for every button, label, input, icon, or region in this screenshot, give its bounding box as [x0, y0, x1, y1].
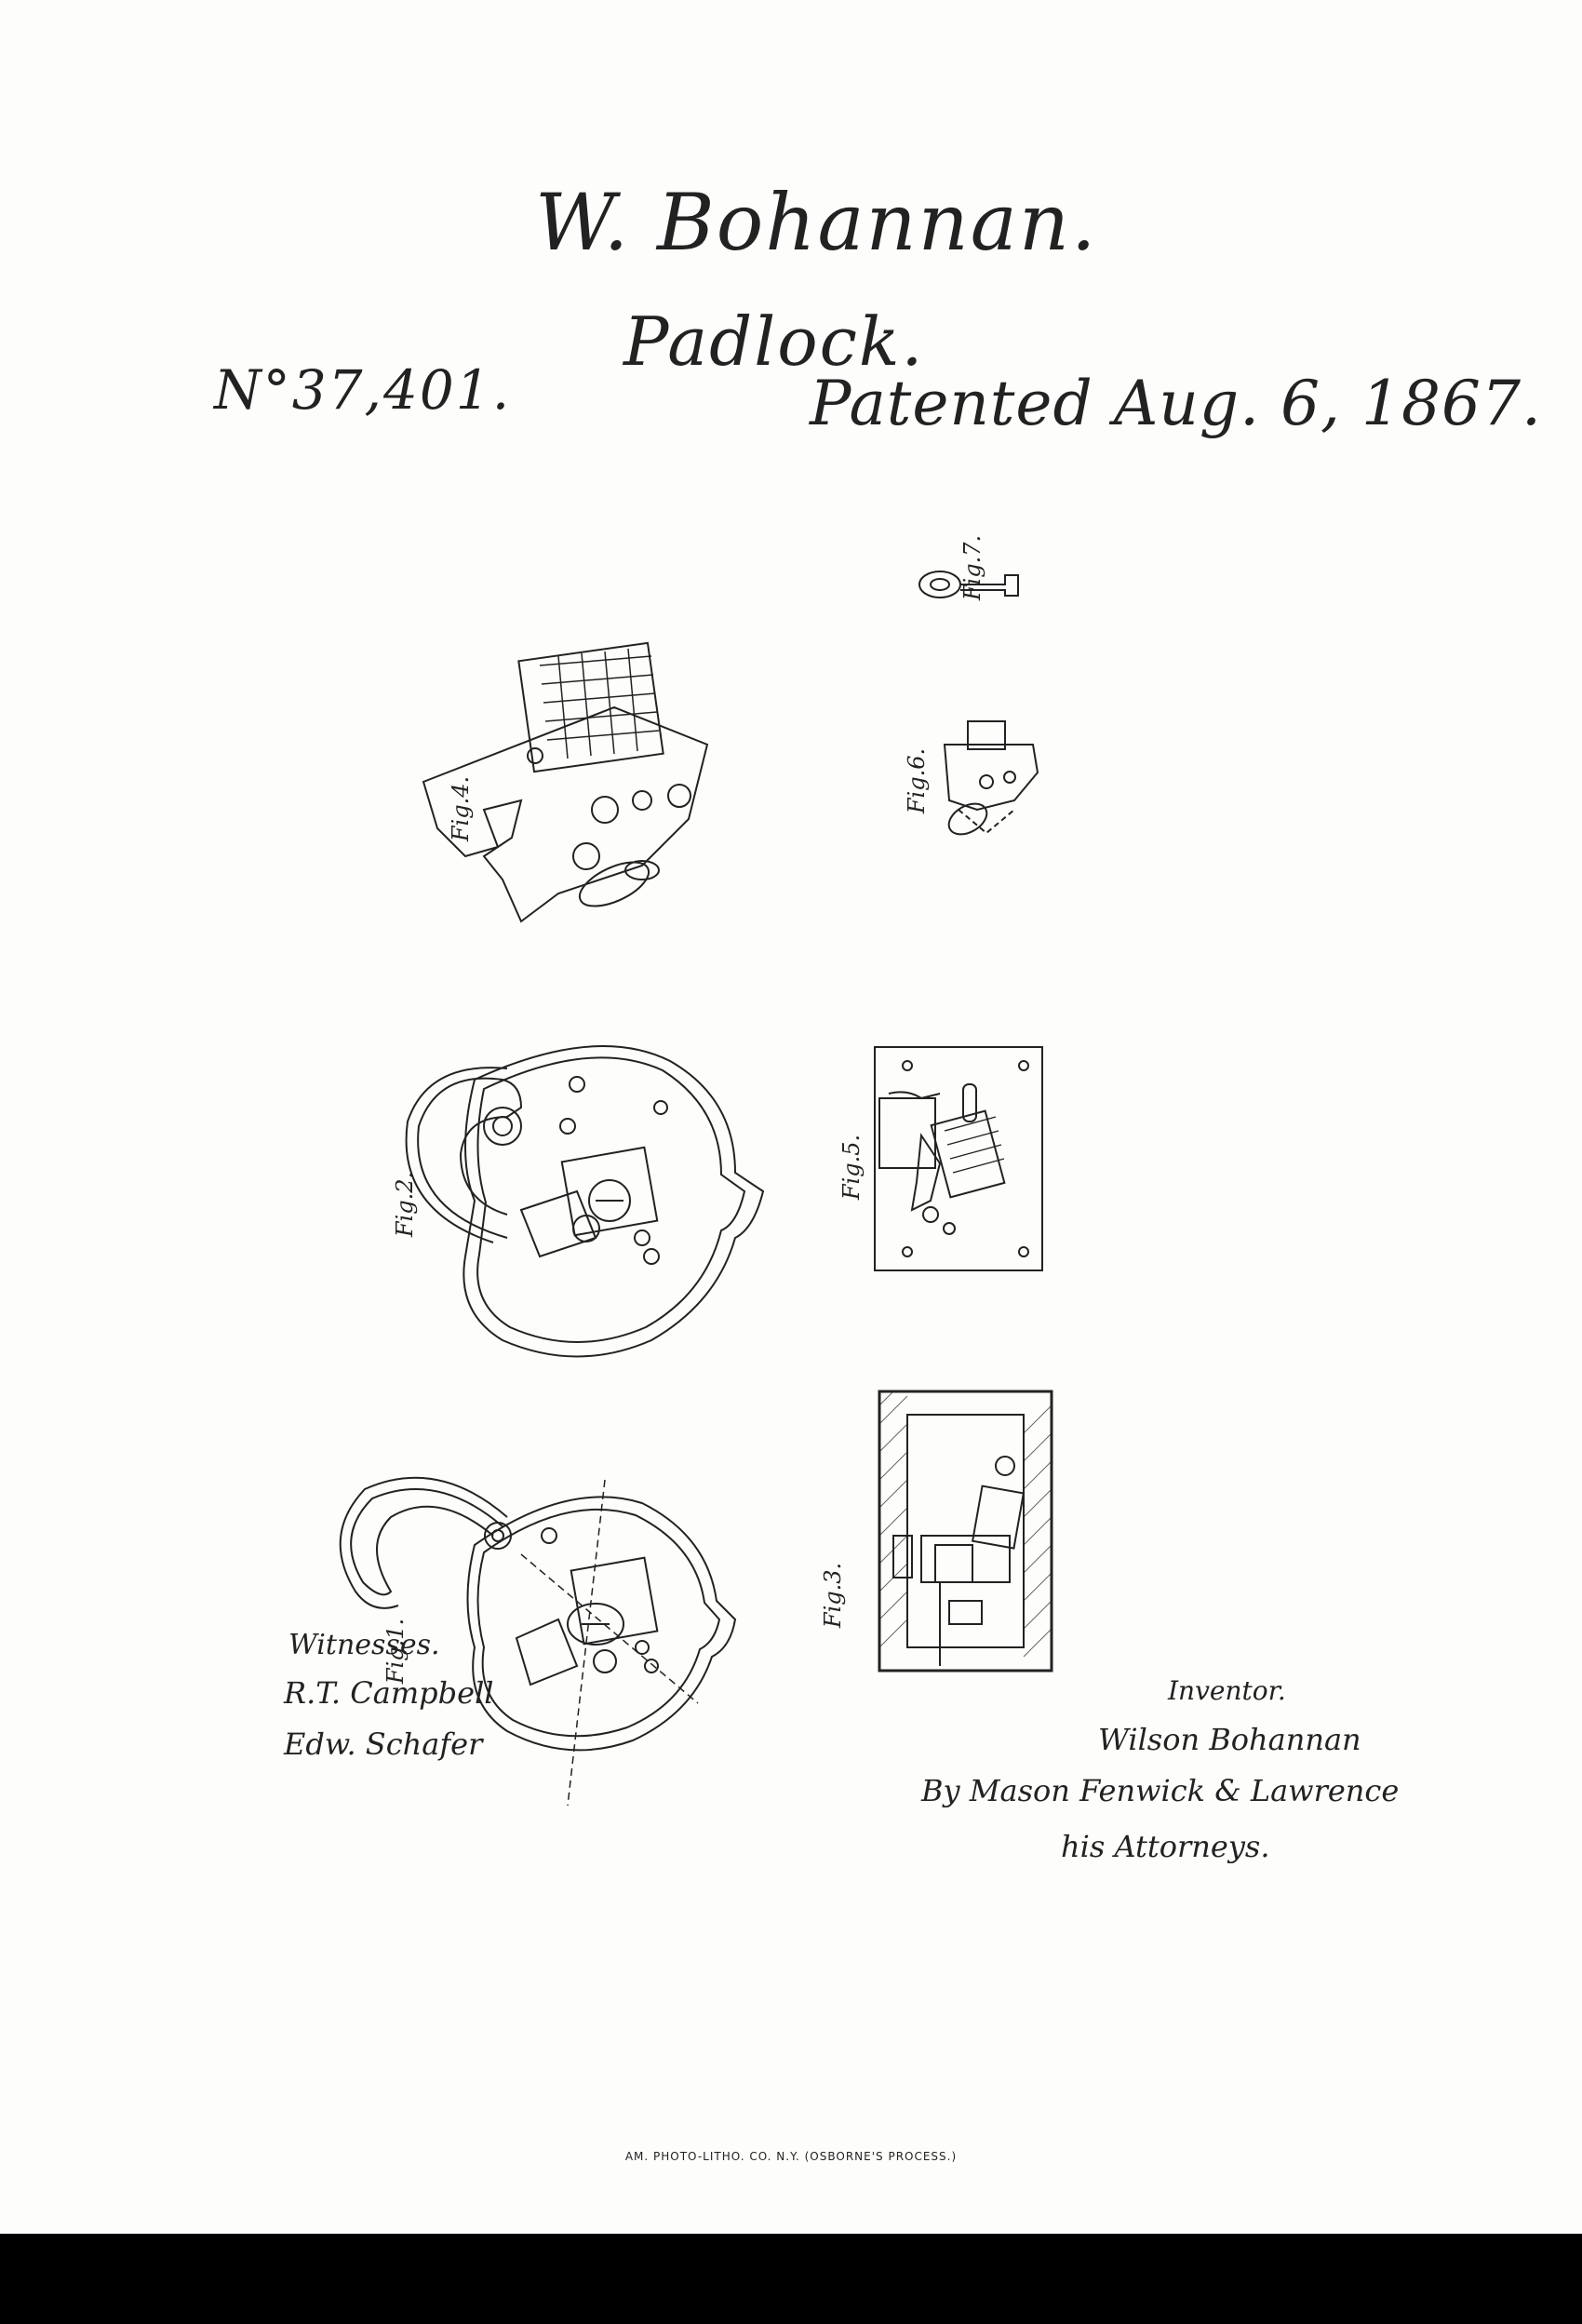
fig3-section-drawing [878, 1390, 1053, 1672]
witnesses-heading: Witnesses. [288, 1629, 440, 1661]
fig4-mechanism-drawing [422, 641, 709, 923]
patent-number: N°37,401. [214, 358, 512, 422]
fig7-key-drawing [918, 571, 1019, 598]
inventor-signature-2: By Mason Fenwick & Lawrence [921, 1773, 1400, 1808]
witness-signature-2: Edw. Schafer [284, 1726, 483, 1762]
scan-border-bar [0, 2234, 1582, 2324]
fig4-label: Fig.4. [448, 775, 475, 842]
inventor-heading: Inventor. [1168, 1675, 1286, 1706]
fig5-label: Fig.5. [838, 1134, 865, 1201]
witness-signature-1: R.T. Campbell [284, 1675, 494, 1711]
fig2-padlock-closed-drawing [405, 1045, 765, 1358]
fig3-label: Fig.3. [820, 1562, 847, 1629]
fig7-label: Fig.7. [959, 534, 986, 601]
fig2-label: Fig.2. [392, 1171, 419, 1238]
fig1-padlock-open-drawing [339, 1476, 737, 1807]
inventor-signature-1: Wilson Bohannan [1098, 1722, 1361, 1757]
fig6-label: Fig.6. [904, 747, 931, 814]
fig6-mechanism-drawing [943, 720, 1039, 836]
inventor-signature-3: his Attorneys. [1061, 1829, 1270, 1864]
fig5-lock-plate-drawing [874, 1046, 1043, 1271]
invention-title: Padlock. [623, 302, 925, 381]
patented-date: Patented Aug. 6, 1867. [810, 368, 1542, 439]
lithographer-credit: AM. PHOTO-LITHO. CO. N.Y. (OSBORNE'S PRO… [624, 2150, 958, 2163]
inventor-name-heading: W. Bohannan. [535, 177, 1098, 268]
